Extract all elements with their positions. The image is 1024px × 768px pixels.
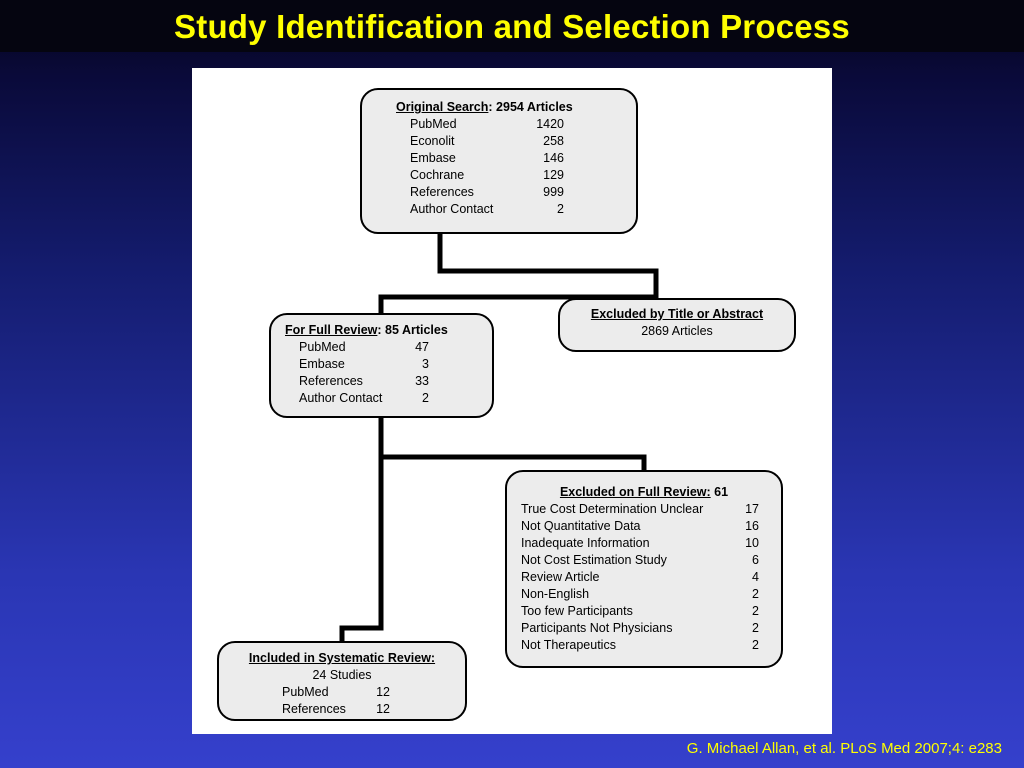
row-label: PubMed <box>299 340 346 354</box>
flowchart-panel: Original Search: 2954 Articles PubMed 142… <box>192 68 832 734</box>
row-value: 4 <box>752 570 759 584</box>
row-value: 47 <box>415 340 429 354</box>
row-value: 2 <box>557 202 564 216</box>
row-value: 146 <box>543 151 564 165</box>
included-header: Included in Systematic Review: <box>248 651 436 665</box>
row-value: 33 <box>415 374 429 388</box>
row-label: References <box>410 185 474 199</box>
full-review-row: PubMed 47 <box>299 339 492 356</box>
row-value: 129 <box>543 168 564 182</box>
excluded-full-row: True Cost Determination Unclear 17 <box>521 501 781 518</box>
row-label: Participants Not Physicians <box>521 621 673 635</box>
row-label: Econolit <box>410 134 455 148</box>
excluded-full-row: Not Therapeutics 2 <box>521 637 781 654</box>
full-review-row: References 33 <box>299 373 492 390</box>
full-review-row: Author Contact 2 <box>299 390 492 407</box>
row-value: 1420 <box>536 117 564 131</box>
row-value: 2 <box>752 604 759 618</box>
included-count: 24 Studies <box>312 668 372 682</box>
excluded-full-header: Excluded on Full Review: 61 <box>559 485 729 499</box>
original-search-row: References 999 <box>410 184 636 201</box>
excluded-full-row: Review Article 4 <box>521 569 781 586</box>
full-review-row: Embase 3 <box>299 356 492 373</box>
row-label: Embase <box>299 357 345 371</box>
row-value: 2 <box>752 621 759 635</box>
row-value: 258 <box>543 134 564 148</box>
row-value: 12 <box>376 685 390 699</box>
included-row: References 12 <box>282 701 465 718</box>
flowchart-connectors <box>339 230 659 644</box>
citation: G. Michael Allan, et al. PLoS Med 2007;4… <box>686 740 1002 757</box>
row-value: 17 <box>745 502 759 516</box>
original-search-row: Author Contact 2 <box>410 201 636 218</box>
row-value: 3 <box>422 357 429 371</box>
excluded-full-row: Participants Not Physicians 2 <box>521 620 781 637</box>
excluded-full-row: Not Cost Estimation Study 6 <box>521 552 781 569</box>
original-search-row: Embase 146 <box>410 150 636 167</box>
full-review-header: For Full Review: 85 Articles <box>285 323 448 337</box>
row-value: 12 <box>376 702 390 716</box>
row-value: 999 <box>543 185 564 199</box>
row-label: Not Therapeutics <box>521 638 616 652</box>
excluded-full-row: Not Quantitative Data 16 <box>521 518 781 535</box>
row-value: 2 <box>752 638 759 652</box>
slide-title: Study Identification and Selection Proce… <box>174 8 850 45</box>
row-label: True Cost Determination Unclear <box>521 502 704 516</box>
row-label: Too few Participants <box>521 604 633 618</box>
row-label: Embase <box>410 151 456 165</box>
excluded-full-row: Inadequate Information 10 <box>521 535 781 552</box>
row-label: Not Quantitative Data <box>521 519 641 533</box>
row-label: Not Cost Estimation Study <box>521 553 667 567</box>
row-label: Author Contact <box>410 202 494 216</box>
row-value: 6 <box>752 553 759 567</box>
row-label: Cochrane <box>410 168 465 182</box>
included-row: PubMed 12 <box>282 684 465 701</box>
included-box: Included in Systematic Review: 24 Studie… <box>217 641 467 721</box>
row-label: Author Contact <box>299 391 383 405</box>
original-search-row: Cochrane 129 <box>410 167 636 184</box>
row-value: 16 <box>745 519 759 533</box>
row-label: Non-English <box>521 587 590 601</box>
row-label: PubMed <box>410 117 457 131</box>
original-search-row: Econolit 258 <box>410 133 636 150</box>
excluded-title-header: Excluded by Title or Abstract <box>590 307 764 321</box>
row-label: Inadequate Information <box>521 536 650 550</box>
row-value: 2 <box>752 587 759 601</box>
excluded-full-row: Too few Participants 2 <box>521 603 781 620</box>
row-label: References <box>299 374 363 388</box>
original-search-header: Original Search: 2954 Articles <box>396 100 573 114</box>
row-value: 2 <box>422 391 429 405</box>
row-value: 10 <box>745 536 759 550</box>
title-bar <box>0 0 1024 52</box>
original-search-row: PubMed 1420 <box>410 116 636 133</box>
excluded-full-review-box: Excluded on Full Review: 61 True Cost De… <box>505 470 783 668</box>
row-label: Review Article <box>521 570 600 584</box>
excluded-title-abstract-box: Excluded by Title or Abstract 2869 Artic… <box>558 298 796 352</box>
row-label: PubMed <box>282 685 329 699</box>
original-search-box: Original Search: 2954 Articles PubMed 142… <box>360 88 638 234</box>
excluded-title-count: 2869 Articles <box>641 324 713 338</box>
excluded-full-row: Non-English 2 <box>521 586 781 603</box>
row-label: References <box>282 702 346 716</box>
